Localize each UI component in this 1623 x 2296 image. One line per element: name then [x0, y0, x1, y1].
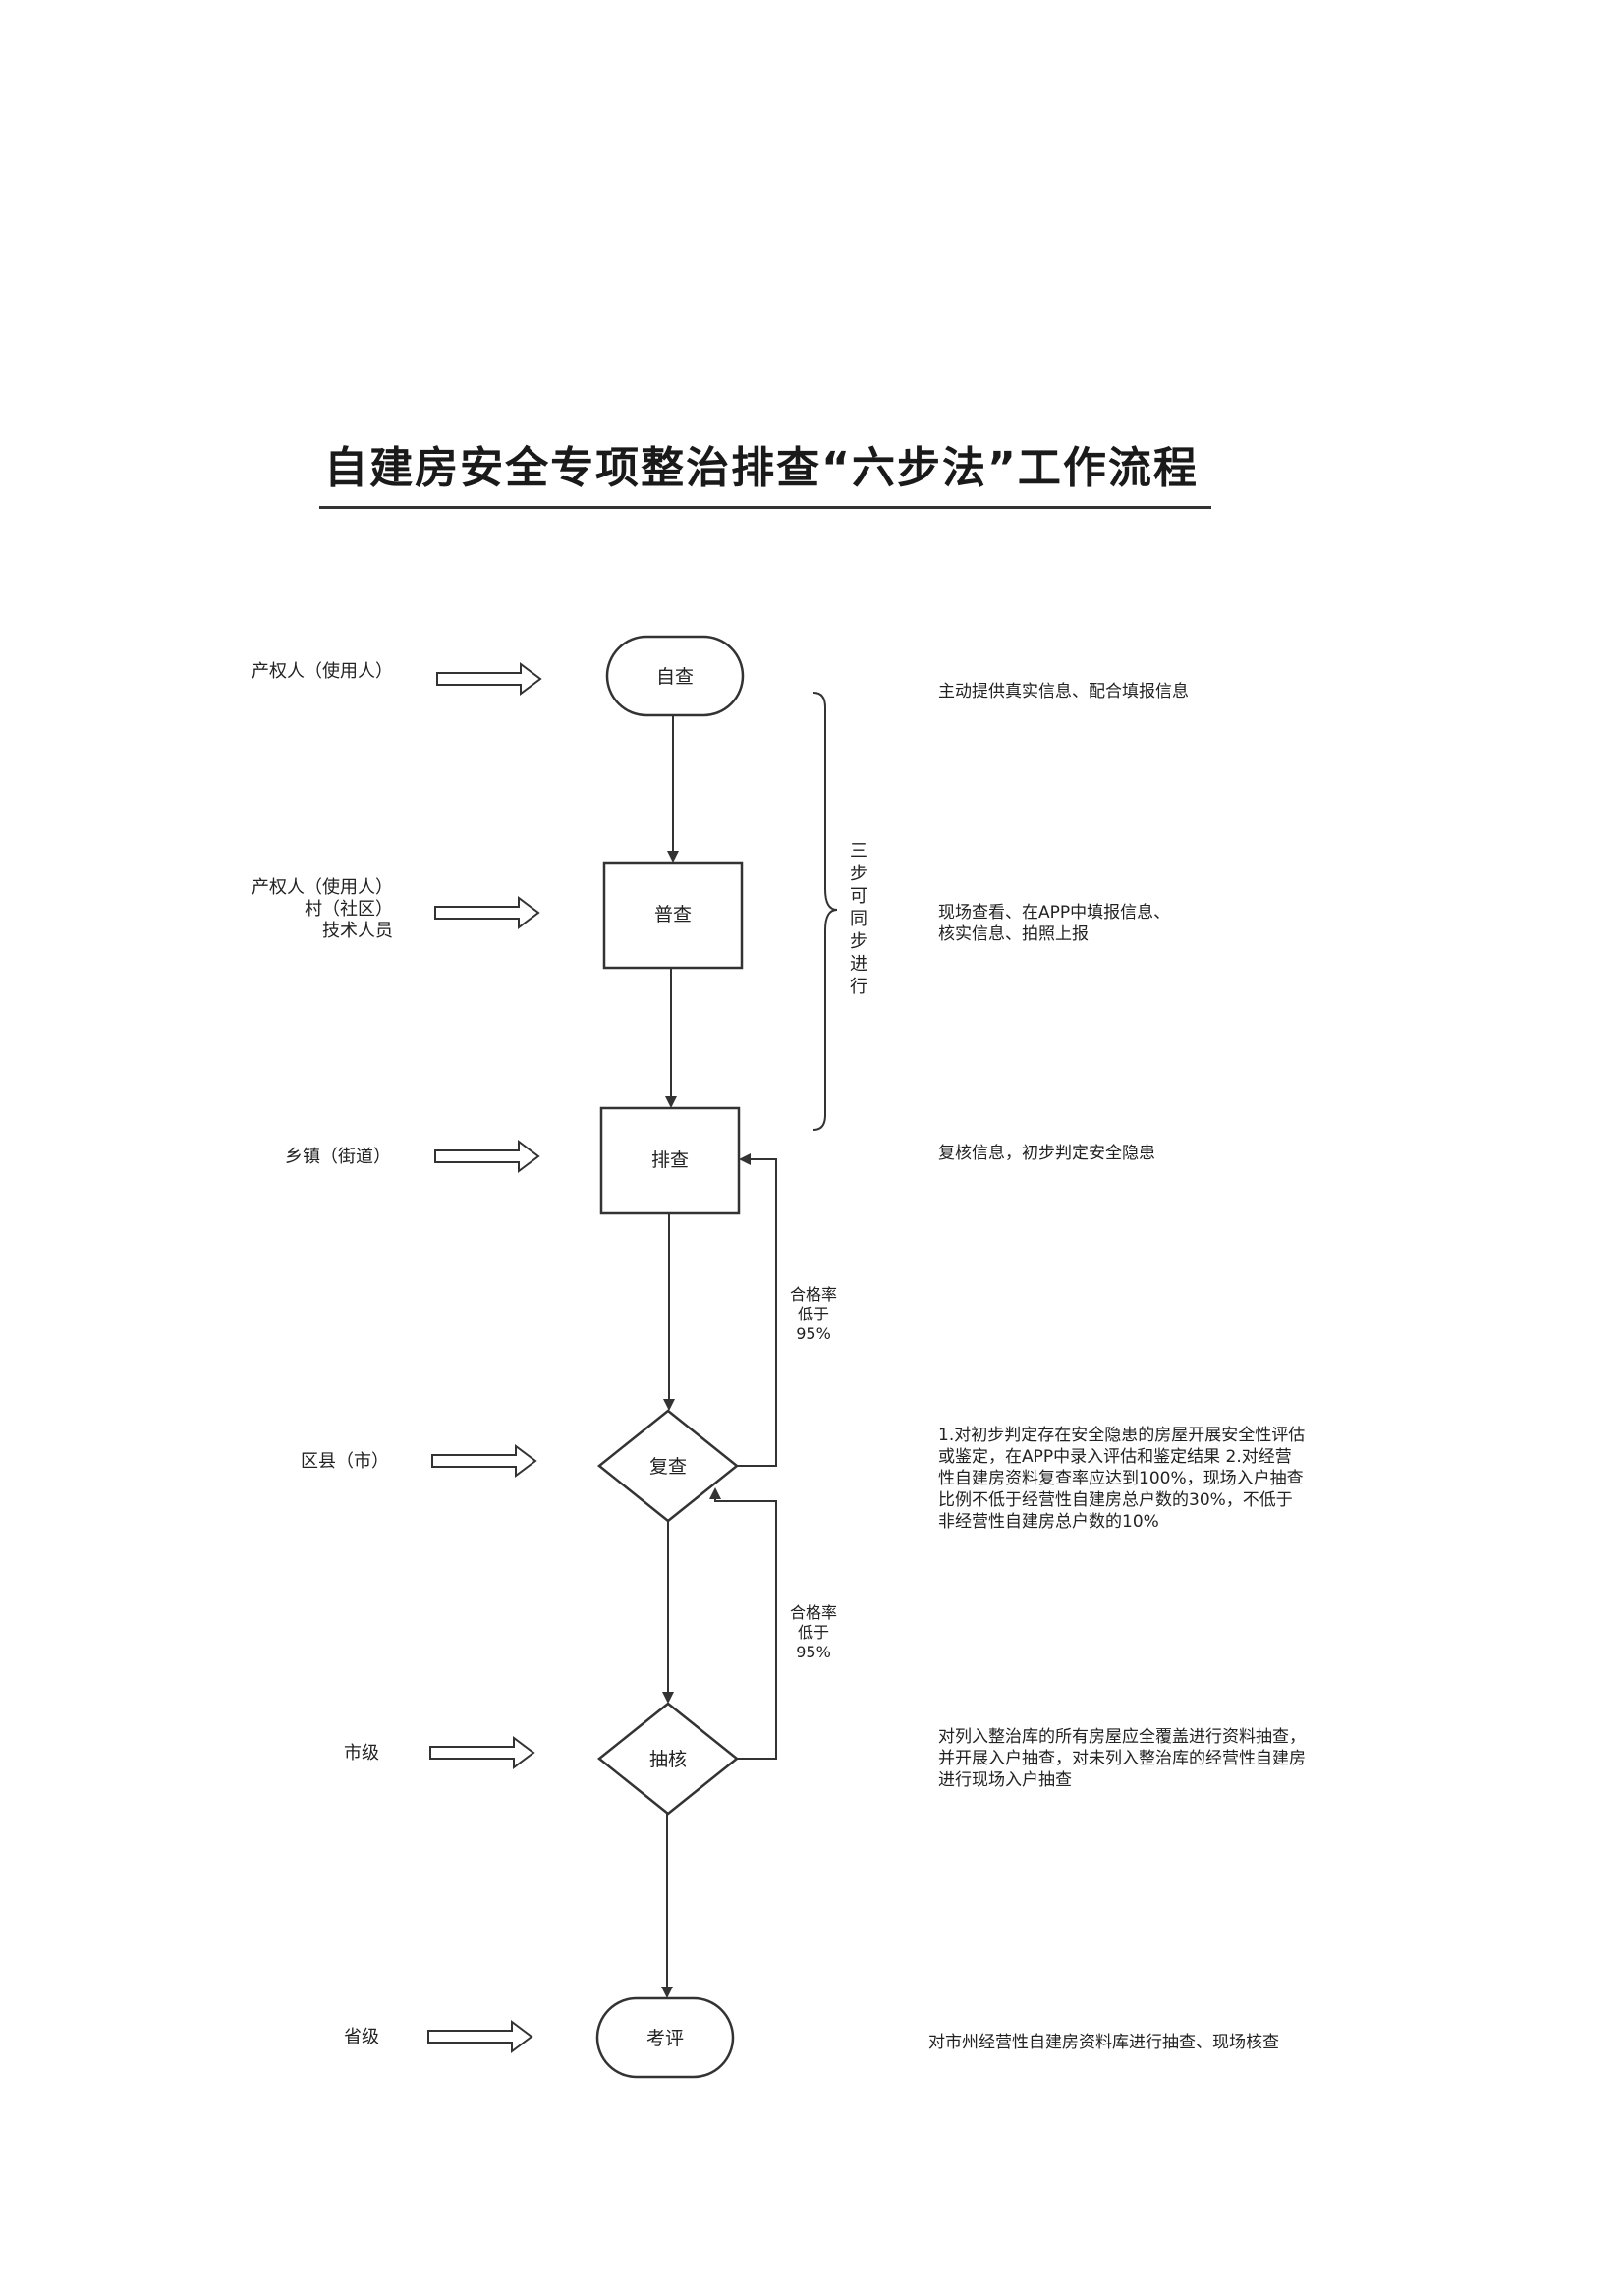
- actor-recheck: 区县（市）: [301, 1451, 389, 1472]
- actor-general: 产权人（使用人） 村（社区） 技术人员: [252, 877, 393, 941]
- node-screen-label: 排查: [651, 1149, 689, 1171]
- title-underline: [319, 506, 1211, 509]
- block-arrow-general: [434, 896, 540, 929]
- node-evaluate-label: 考评: [646, 2028, 684, 2049]
- loop-label-1: 合格率 低于 95%: [789, 1285, 837, 1343]
- node-evaluate: 考评: [595, 1996, 735, 2079]
- actor-screen: 乡镇（街道）: [285, 1147, 391, 1167]
- loop-sample-to-recheck: [709, 1487, 777, 1760]
- actor-sample: 市级: [344, 1743, 379, 1764]
- desc-self: 主动提供真实信息、配合填报信息: [938, 682, 1189, 701]
- desc-sample: 对列入整治库的所有房屋应全覆盖进行资料抽查，并开展入户抽查，对未列入整治库的经营…: [938, 1727, 1306, 1790]
- desc-recheck: 1.对初步判定存在安全隐患的房屋开展安全性评估或鉴定，在APP中录入评估和鉴定结…: [938, 1426, 1306, 1532]
- actor-self: 产权人（使用人）: [252, 661, 393, 682]
- loop-label-2: 合格率 低于 95%: [789, 1603, 837, 1661]
- actor-evaluate: 省级: [344, 2027, 379, 2047]
- block-arrow-sample: [429, 1736, 535, 1769]
- node-sample: 抽核: [596, 1702, 740, 1816]
- node-sample-label: 抽核: [649, 1749, 687, 1770]
- node-general: 普查: [602, 861, 744, 970]
- block-arrow-screen: [434, 1140, 540, 1173]
- brace-note: 三步可同步进行: [850, 841, 867, 997]
- node-self-label: 自查: [656, 666, 694, 688]
- desc-screen: 复核信息，初步判定安全隐患: [938, 1144, 1155, 1163]
- node-self: 自查: [605, 635, 745, 717]
- node-screen: 排查: [599, 1106, 741, 1215]
- node-general-label: 普查: [654, 904, 692, 925]
- node-recheck: 复查: [596, 1409, 740, 1523]
- block-arrow-self: [436, 662, 542, 696]
- block-arrow-evaluate: [427, 2020, 533, 2053]
- node-recheck-label: 复查: [649, 1456, 687, 1478]
- brace-three-steps: [812, 692, 838, 1131]
- desc-general: 现场查看、在APP中填报信息、核实信息、拍照上报: [938, 903, 1171, 944]
- page-title: 自建房安全专项整治排查“六步法”工作流程: [324, 443, 1199, 493]
- desc-evaluate: 对市州经营性自建房资料库进行抽查、现场核查: [928, 2033, 1279, 2052]
- loop-recheck-to-screen: [737, 1153, 777, 1467]
- block-arrow-recheck: [431, 1444, 537, 1478]
